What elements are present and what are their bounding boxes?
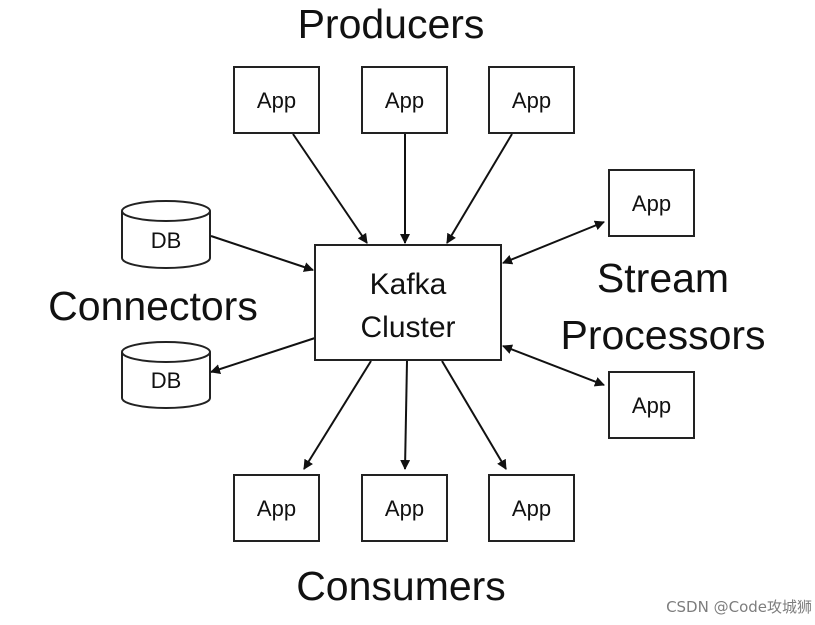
stream-processors-group: App App <box>608 169 695 439</box>
producers-group: App App App <box>233 66 575 134</box>
db-2-label: DB <box>151 368 182 393</box>
producer-app-1-label: App <box>257 88 296 113</box>
stream-app-2: App <box>608 371 695 439</box>
cluster-label-line-2: Cluster <box>360 311 455 344</box>
stream-app-1-label: App <box>632 191 671 216</box>
edge-cluster-to-consumer-2 <box>400 360 411 470</box>
kafka-cluster-node: Kafka Cluster <box>314 244 502 361</box>
watermark-text: CSDN @Code攻城狮 <box>666 598 812 616</box>
cluster-label-line-1: Kafka <box>370 268 447 301</box>
edge-db-1-to-cluster <box>210 235 314 272</box>
edge-producer-3-to-cluster <box>446 133 513 244</box>
connectors-group: DB DB <box>121 200 211 409</box>
producer-app-3-label: App <box>512 88 551 113</box>
consumers-group: App App App <box>233 474 575 542</box>
producer-app-3: App <box>488 66 575 134</box>
db-cylinder-2: DB <box>121 341 211 409</box>
edge-cluster-to-db-2 <box>210 337 316 374</box>
stream-processors-heading-line-2: Processors <box>560 312 765 358</box>
producer-app-1: App <box>233 66 320 134</box>
consumer-app-3-label: App <box>512 496 551 521</box>
producers-heading: Producers <box>298 1 485 47</box>
edge-producer-1-to-cluster <box>292 133 368 244</box>
stream-app-1: App <box>608 169 695 237</box>
edge-cluster-stream-app-1 <box>502 220 605 265</box>
consumers-heading: Consumers <box>296 563 506 609</box>
edge-cluster-stream-app-2 <box>502 344 605 387</box>
stream-app-2-label: App <box>632 393 671 418</box>
edge-cluster-to-consumer-1 <box>303 360 372 470</box>
producer-app-2-label: App <box>385 88 424 113</box>
edge-cluster-to-consumer-3 <box>441 360 507 470</box>
consumer-app-1: App <box>233 474 320 542</box>
stream-processors-heading-line-1: Stream <box>597 255 729 301</box>
consumer-app-2-label: App <box>385 496 424 521</box>
producer-app-2: App <box>361 66 448 134</box>
consumer-app-3: App <box>488 474 575 542</box>
edges <box>210 133 605 470</box>
consumer-app-1-label: App <box>257 496 296 521</box>
db-1-label: DB <box>151 228 182 253</box>
connectors-heading: Connectors <box>48 283 258 329</box>
db-cylinder-1: DB <box>121 200 211 269</box>
consumer-app-2: App <box>361 474 448 542</box>
